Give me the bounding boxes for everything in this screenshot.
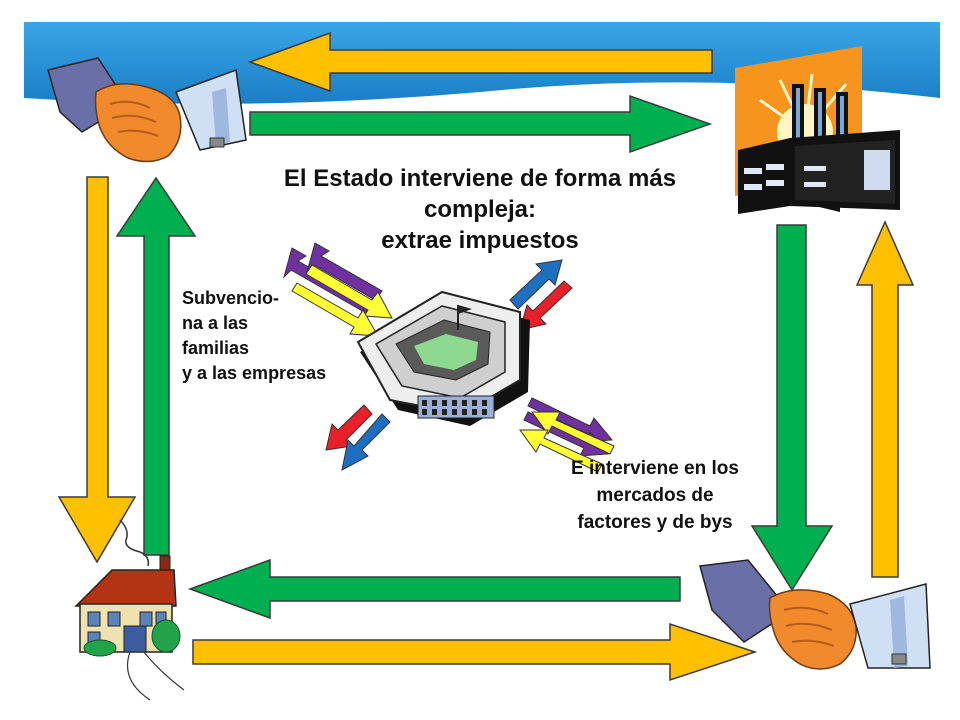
subsidy-label: Subvencio- na a las familias y a las emp… xyxy=(182,286,326,386)
subsidy-line-2: na a las xyxy=(182,313,249,333)
market-line-3: factores y de bys xyxy=(577,512,733,533)
handshake-icon xyxy=(47,57,247,163)
flow-arrow-left-yellow xyxy=(57,176,137,564)
government-building-icon xyxy=(356,290,530,426)
title-line-1: El Estado interviene de forma más xyxy=(283,165,677,192)
flow-arrow-top-yellow xyxy=(247,31,713,93)
subsidy-line-4: y a las empresas xyxy=(182,363,327,383)
flow-arrow-right-green xyxy=(750,224,834,592)
subsidy-line-3: familias xyxy=(182,338,250,358)
title-line-2: compleja: xyxy=(423,196,537,223)
flow-arrow-bottom-yellow xyxy=(192,622,758,682)
house-icon xyxy=(74,519,185,701)
small-arrows-lower-left xyxy=(325,404,391,471)
flow-arrow-right-yellow xyxy=(855,220,915,578)
market-intervention-label: E interviene en los mercados de factores… xyxy=(540,455,770,536)
small-arrows-upper-left xyxy=(283,242,393,337)
flow-arrow-left-green xyxy=(115,176,197,556)
market-line-1: E interviene en los xyxy=(571,458,739,479)
market-line-2: mercados de xyxy=(596,485,714,506)
flow-arrow-top-green xyxy=(249,94,713,154)
flow-arrow-bottom-green xyxy=(187,558,681,620)
small-arrows-lower-right xyxy=(519,397,615,473)
small-arrows-upper-right xyxy=(509,259,573,331)
subsidy-line-1: Subvencio- xyxy=(182,288,280,308)
title-line-3: extrae impuestos xyxy=(381,227,579,254)
diagram-title: El Estado interviene de forma más comple… xyxy=(230,163,730,256)
factory-icon xyxy=(735,46,900,214)
handshake-icon-bottom xyxy=(699,559,931,670)
